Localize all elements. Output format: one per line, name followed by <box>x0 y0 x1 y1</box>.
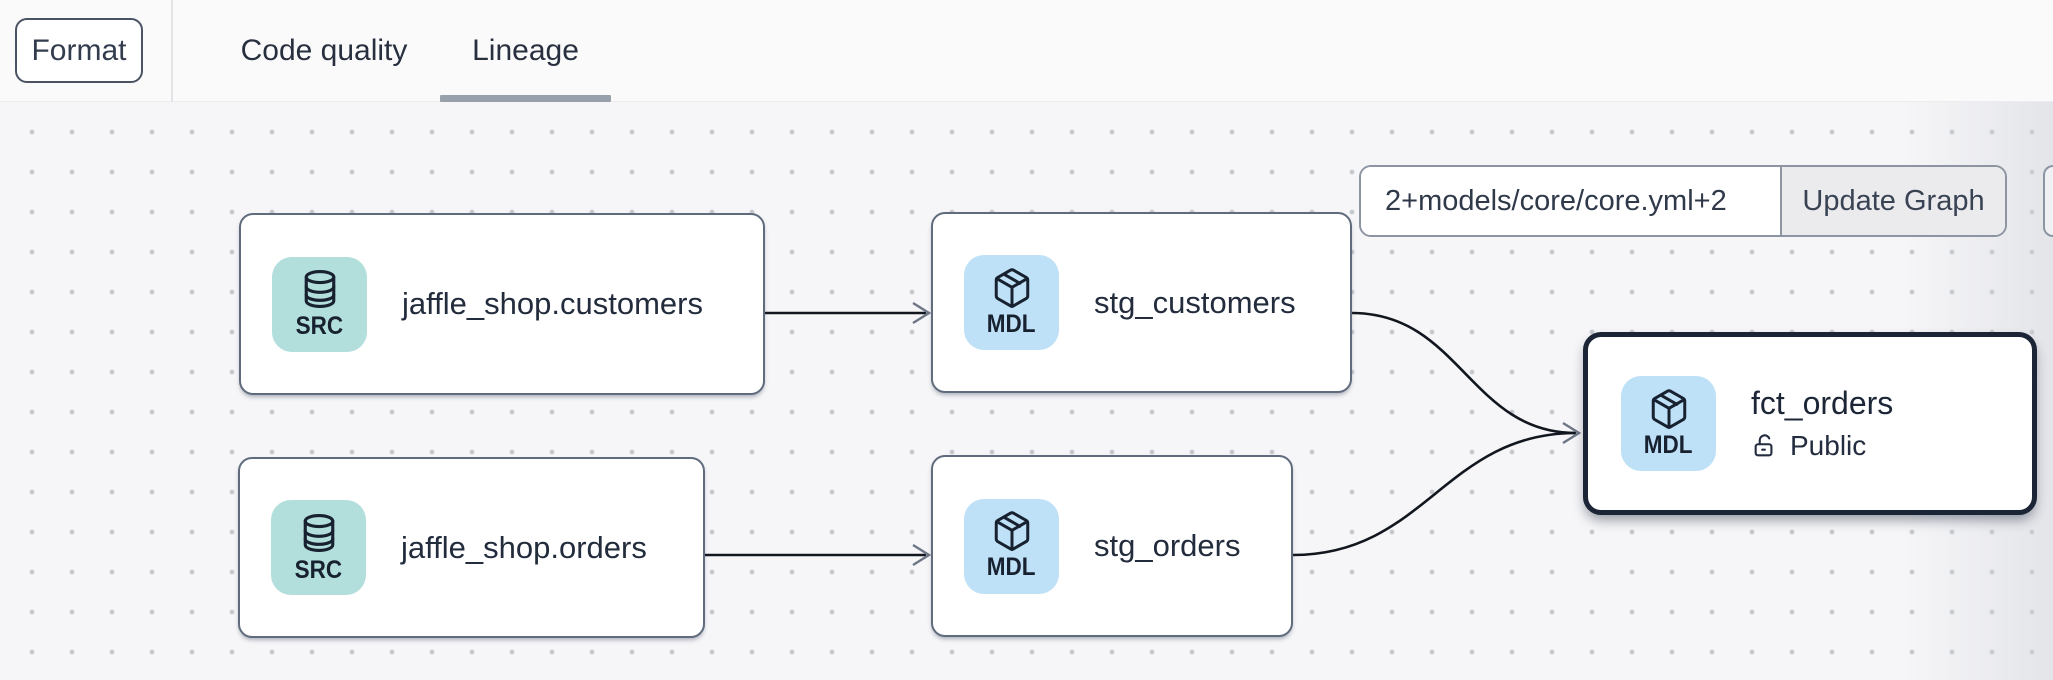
badge-label: SRC <box>294 555 343 584</box>
node-jaffle-shop-customers[interactable]: SRC jaffle_shop.customers <box>239 213 765 395</box>
access-label: Public <box>1790 430 1867 461</box>
badge-label: MDL <box>987 309 1036 338</box>
badge-label: MDL <box>1644 430 1693 459</box>
node-label: jaffle_shop.orders <box>401 529 647 565</box>
cube-icon <box>1651 388 1686 429</box>
model-badge: MDL <box>964 498 1059 594</box>
node-label: stg_orders <box>1094 528 1241 563</box>
node-jaffle-shop-orders[interactable]: SRC jaffle_shop.orders <box>238 457 705 638</box>
database-icon <box>304 270 335 308</box>
toolbar-divider <box>171 0 173 102</box>
access-row: Public <box>1751 430 1893 462</box>
model-badge: MDL <box>964 255 1059 350</box>
node-stg-customers[interactable]: MDL stg_customers <box>931 212 1352 393</box>
toolbar: Format Code quality Lineage <box>0 0 2053 102</box>
node-label: fct_orders <box>1751 385 1894 421</box>
node-layer: SRC jaffle_shop.customers MDL stg_custom… <box>0 102 2053 680</box>
lineage-canvas[interactable]: SRC jaffle_shop.customers MDL stg_custom… <box>0 102 2053 680</box>
node-stg-orders[interactable]: MDL stg_orders <box>931 455 1293 637</box>
source-badge: SRC <box>271 500 366 595</box>
node-fct-orders[interactable]: MDL fct_orders Public <box>1583 332 2037 515</box>
model-badge: MDL <box>1621 376 1716 471</box>
tab-lineage-label: Lineage <box>472 34 579 67</box>
node-selector-input[interactable] <box>1361 167 1780 235</box>
badge-label: MDL <box>987 553 1036 581</box>
graph-controls: Update Graph <box>1359 165 2007 237</box>
active-tab-indicator <box>440 95 611 102</box>
tab-code-quality[interactable]: Code quality <box>213 0 435 102</box>
node-text-block: fct_orders Public <box>1751 385 1893 462</box>
node-label: jaffle_shop.customers <box>402 286 703 321</box>
source-badge: SRC <box>272 256 367 352</box>
tab-lineage[interactable]: Lineage <box>440 0 611 102</box>
badge-label: SRC <box>295 312 344 340</box>
clipped-control[interactable] <box>2043 165 2053 237</box>
lock-open-icon <box>1754 434 1773 457</box>
update-graph-button[interactable]: Update Graph <box>1780 167 2005 235</box>
tab-code-quality-label: Code quality <box>240 34 408 67</box>
cube-icon <box>994 511 1029 552</box>
database-icon <box>303 513 334 552</box>
node-label: stg_customers <box>1094 284 1296 320</box>
format-button[interactable]: Format <box>15 18 143 83</box>
cube-icon <box>994 267 1029 308</box>
